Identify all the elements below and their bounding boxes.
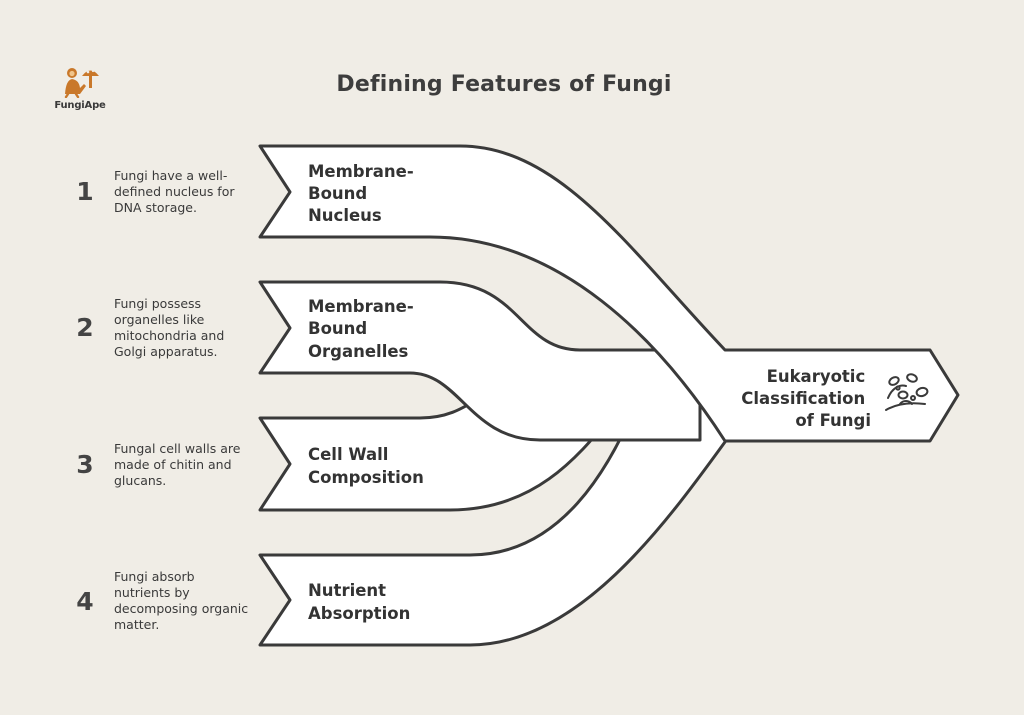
branch-2 [258, 280, 702, 442]
feature-description-2: Fungi possess organelles like mitochondr… [114, 296, 225, 359]
feature-number-3: 3 [76, 450, 94, 479]
feature-description-3: Fungal cell walls are made of chitin and… [114, 441, 241, 488]
brand-logo: FungiApe [52, 64, 108, 111]
feature-description-1: Fungi have a well-defined nucleus for DN… [114, 168, 235, 215]
branch-label-3: Cell Wall Composition [308, 445, 424, 487]
branch-label-1: Membrane- Bound Nucleus [308, 162, 419, 225]
feature-number-4: 4 [76, 587, 94, 616]
branch-label-4: Nutrient Absorption [308, 581, 410, 623]
branch-label-2: Membrane- Bound Organelles [308, 297, 419, 361]
brand-name: FungiApe [54, 100, 106, 111]
target-label: Eukaryotic Classification of Fungi [741, 367, 871, 430]
page-title: Defining Features of Fungi [336, 72, 672, 97]
fungi-cells-icon [885, 373, 929, 411]
ape-mushroom-icon [64, 68, 99, 98]
feature-description-4: Fungi absorb nutrients by decomposing or… [114, 569, 249, 632]
feature-number-1: 1 [76, 177, 94, 206]
branch-1 [258, 144, 960, 443]
feature-number-2: 2 [76, 313, 94, 342]
